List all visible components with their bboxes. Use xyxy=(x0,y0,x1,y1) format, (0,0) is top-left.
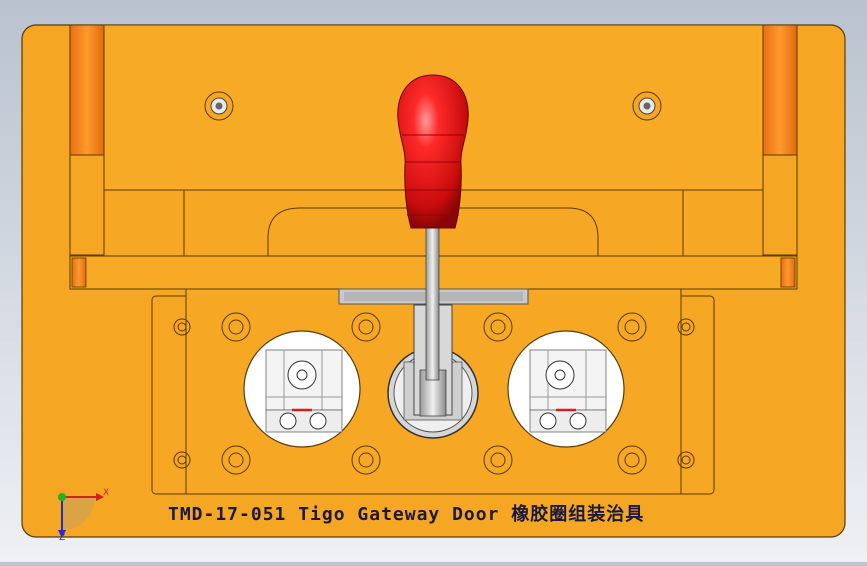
handle-rod[interactable] xyxy=(425,227,440,381)
bolt-icon xyxy=(221,445,251,475)
bolt-icon xyxy=(483,312,513,342)
bolt-icon xyxy=(677,318,695,336)
right-window[interactable] xyxy=(507,330,625,448)
right-pillar-lower xyxy=(762,154,798,256)
model-title: TMD-17-051 Tigo Gateway Door 橡胶圈组装治具 xyxy=(168,504,645,525)
handle-knob[interactable] xyxy=(397,74,469,229)
bolt-icon xyxy=(677,451,695,469)
rail-end-left xyxy=(71,257,87,288)
bolt-icon xyxy=(617,445,647,475)
bolt-icon xyxy=(173,451,191,469)
bolt-icon xyxy=(173,318,191,336)
left-pillar[interactable] xyxy=(69,24,105,156)
left-window[interactable] xyxy=(243,330,361,448)
coordinate-triad-icon xyxy=(58,493,104,538)
bolt-icon xyxy=(483,445,513,475)
screw-icon xyxy=(632,91,662,121)
bolt-icon xyxy=(221,312,251,342)
bolt-icon xyxy=(351,312,381,342)
rail-end-right xyxy=(780,257,796,288)
left-pillar-lower xyxy=(69,154,105,256)
axis-z-label: Z xyxy=(59,533,66,543)
screw-icon xyxy=(204,91,234,121)
axis-x-label: X xyxy=(103,488,110,498)
right-pillar[interactable] xyxy=(762,24,798,156)
bolt-icon xyxy=(617,312,647,342)
bolt-icon xyxy=(351,445,381,475)
